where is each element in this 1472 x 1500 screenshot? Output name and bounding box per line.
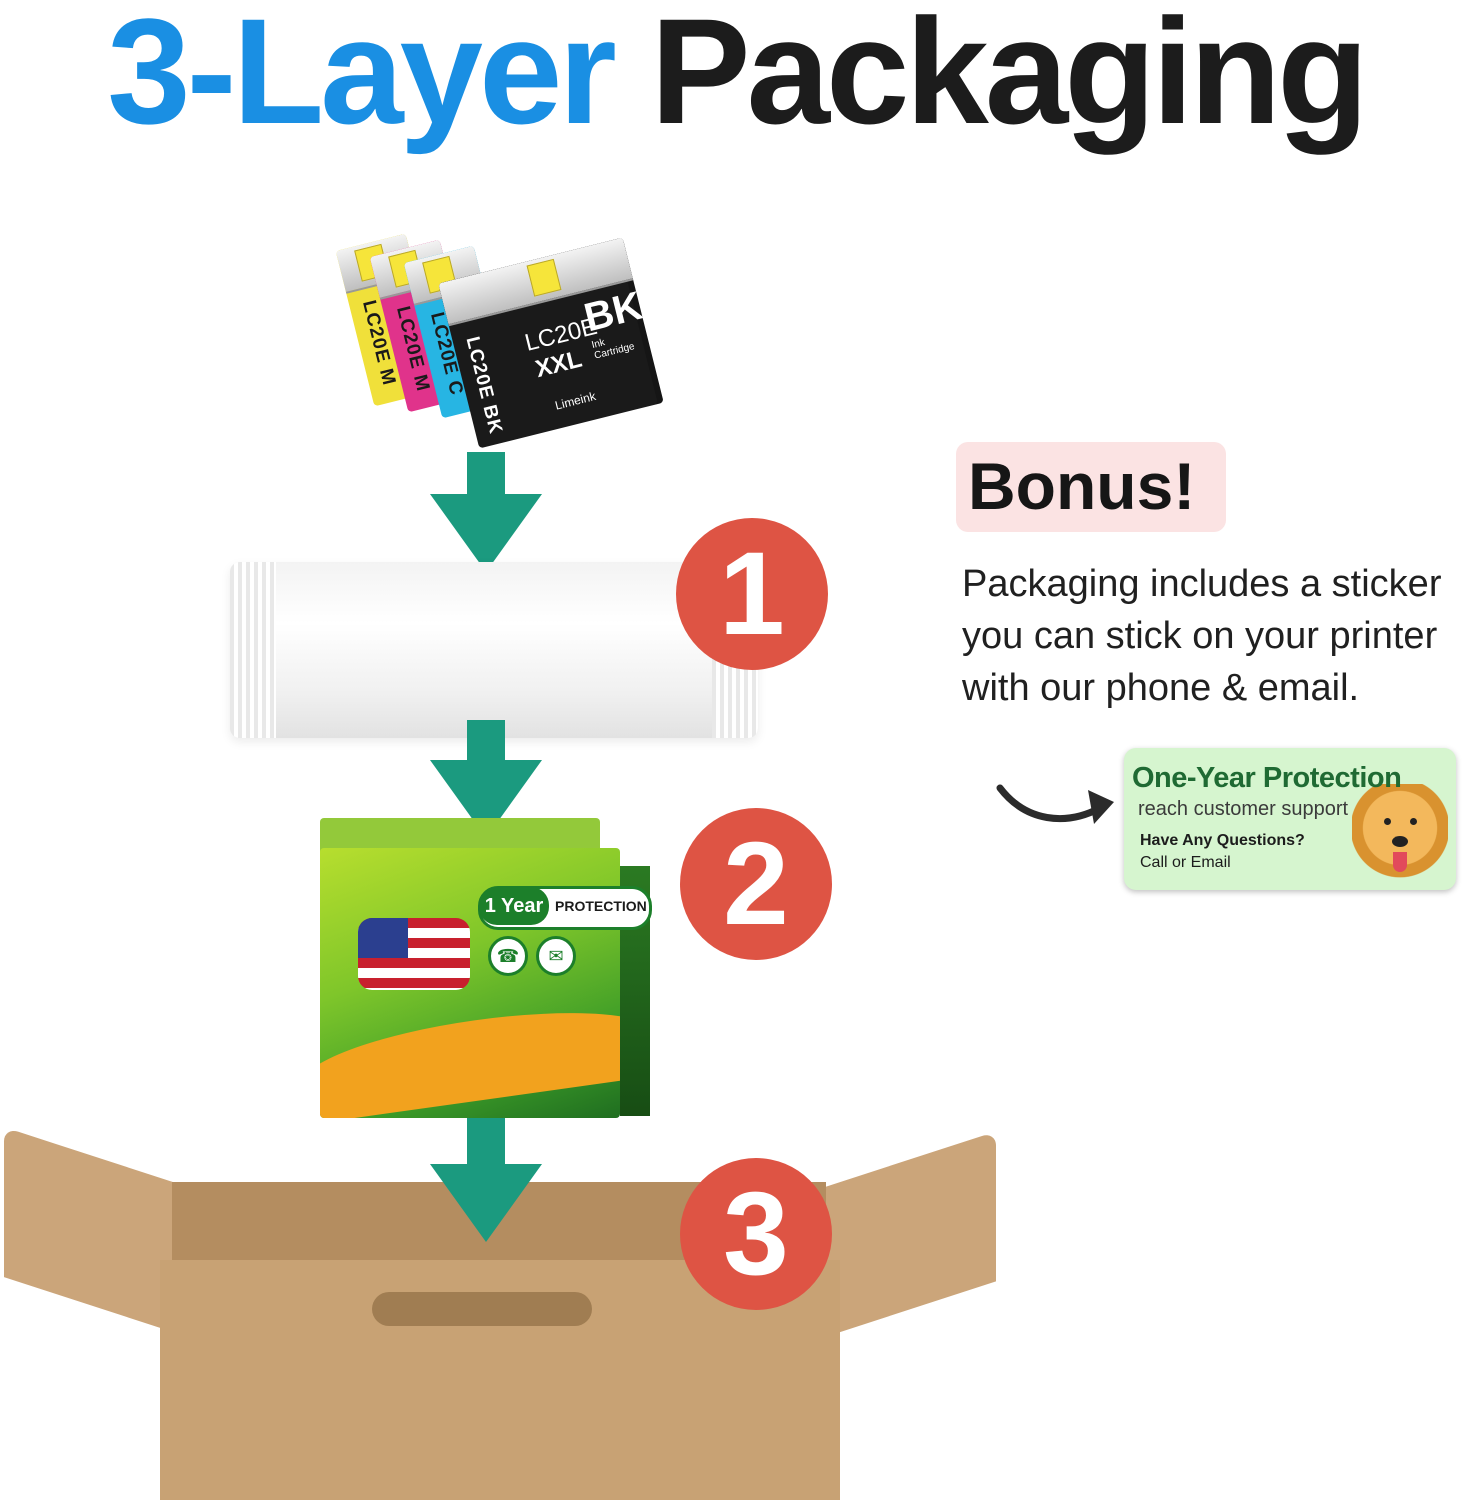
curved-arrow-icon <box>996 784 1114 824</box>
step-number-3: 3 <box>680 1158 832 1310</box>
box-handle-hole <box>372 1292 592 1326</box>
title-part-dark: Packaging <box>650 0 1369 155</box>
arrow-down-3 <box>467 1118 505 1170</box>
plastic-pouch <box>230 562 758 738</box>
sticker-contact: Call or Email <box>1140 854 1231 871</box>
bonus-badge <box>956 442 1226 532</box>
cartridge-label: LC20E BK <box>461 334 507 437</box>
bonus-description: Packaging includes a sticker you can sti… <box>962 558 1472 714</box>
arrow-down-2 <box>467 720 505 764</box>
sticker-subtitle: reach customer support <box>1138 798 1349 820</box>
page-title: 3-Layer Packaging <box>0 0 1472 146</box>
step-number-2: 2 <box>680 808 832 960</box>
phone-icon: ☎ <box>488 936 528 976</box>
sticker-question: Have Any Questions? <box>1140 832 1305 849</box>
email-icon: ✉ <box>536 936 576 976</box>
sticker-title: One-Year Protection <box>1132 762 1402 794</box>
arrow-down-3-head <box>430 1164 542 1242</box>
product-box: 1 Year PROTECTION ☎ ✉ <box>320 818 652 1118</box>
box-orange-swoosh <box>320 995 620 1118</box>
step-number-1: 1 <box>676 518 828 670</box>
title-part-blue: 3-Layer <box>107 0 617 155</box>
box-flap-right <box>820 1131 996 1339</box>
protection-text: PROTECTION <box>555 898 647 914</box>
ink-cartridges-image: LC20E M LC20E M LC20E C LC20E BK LC20E X… <box>335 180 664 449</box>
bonus-line: with our phone & email. <box>962 667 1360 709</box>
pouch-crimp-left <box>230 562 276 738</box>
cartridge-brand: Limeink <box>553 389 598 413</box>
bonus-line: you can stick on your printer <box>962 615 1438 657</box>
bonus-line: Packaging includes a sticker <box>962 563 1442 605</box>
box-front <box>320 848 620 1118</box>
us-flag-icon <box>358 918 470 990</box>
protection-year: 1 Year <box>479 887 549 925</box>
arrow-down-1-head <box>430 494 542 572</box>
bonus-heading: Bonus! <box>968 449 1196 523</box>
protection-badge: 1 Year PROTECTION <box>478 886 652 930</box>
dog-illustration-icon <box>1352 784 1448 890</box>
protection-sticker: One-Year Protection reach customer suppo… <box>1124 748 1456 890</box>
arrow-down-1 <box>467 452 505 498</box>
